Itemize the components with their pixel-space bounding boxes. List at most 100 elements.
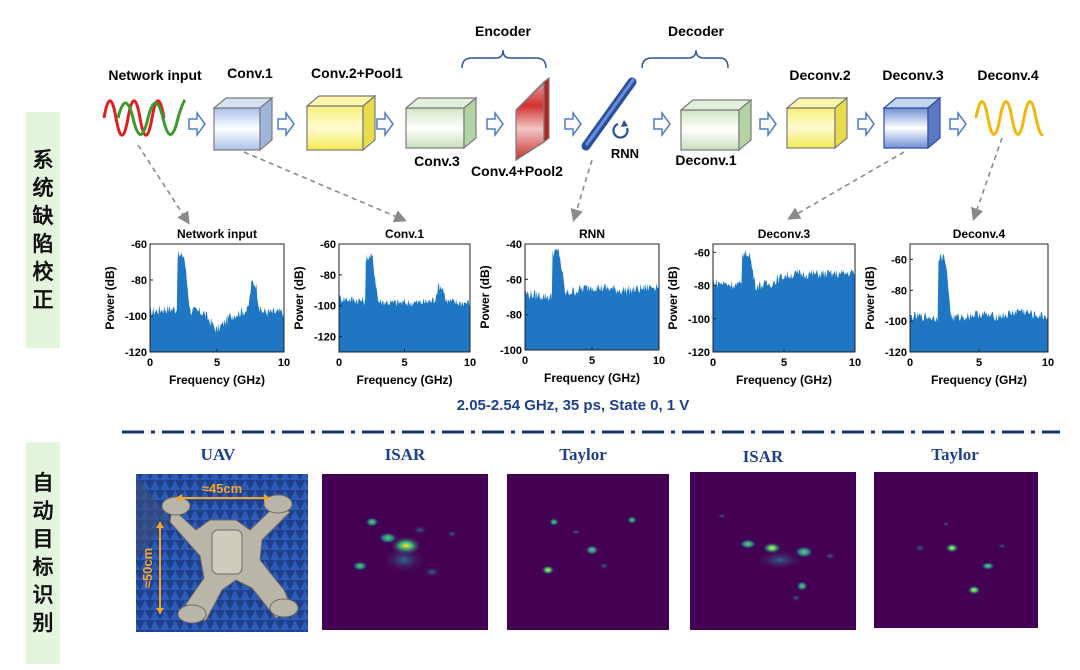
sidebar-target-recognition: 自动目标识别 [26,442,60,664]
spectrum-area [339,253,470,352]
y-tick-label: -100 [314,301,336,313]
chart-title: Conv.1 [385,227,424,241]
x-tick-label: 10 [653,355,665,367]
conv2-block [305,94,377,152]
chart-title: RNN [579,227,605,241]
condition-caption: 2.05-2.54 GHz, 35 ps, State 0, 1 V [457,397,690,414]
sidebar-char: 别 [32,611,54,635]
y-tick-label: -60 [320,239,336,251]
conv4-block [515,76,550,162]
y-tick-label: -60 [891,254,907,266]
sidebar-char: 系 [32,148,54,172]
chart-title: Network input [177,227,257,241]
isar-image-2 [690,472,856,630]
x-tick-label: 10 [278,357,290,369]
label-conv4: Conv.4+Pool2 [471,163,563,179]
sidebar-char: 识 [32,583,54,607]
title-isar-1: ISAR [385,445,426,464]
sidebar-char: 陷 [32,232,54,256]
decoder-bracket [641,49,729,69]
x-tick-label: 5 [781,357,787,369]
encoder-bracket [461,49,547,69]
x-tick-label: 0 [522,355,528,367]
label-deconv1: Deconv.1 [675,152,736,168]
label-encoder: Encoder [475,23,532,39]
y-tick-label: -80 [694,281,710,293]
y-tick-label: -120 [314,332,336,344]
chart-xlabel: Frequency (GHz) [169,373,265,387]
y-tick-label: -80 [131,275,147,287]
connector-lines [137,137,1003,225]
label-deconv3: Deconv.3 [882,67,943,83]
sidebar-char: 统 [32,176,54,200]
sidebar-char: 自 [32,471,54,495]
label-network-input: Network input [108,67,202,83]
sidebar-char: 缺 [32,204,54,228]
label-conv2: Conv.2+Pool1 [311,65,403,81]
title-uav: UAV [201,445,236,464]
x-tick-label: 10 [1042,357,1054,369]
chart-title: Deconv.4 [953,227,1006,241]
y-tick-label: -60 [131,239,147,251]
y-tick-label: -100 [125,311,147,323]
rnn-block [581,77,637,151]
output-waveform-icon [974,100,1045,136]
sidebar-char: 动 [32,499,54,523]
sidebar-char: 校 [32,260,54,284]
x-tick-label: 5 [589,355,595,367]
spectrum-area [150,250,284,352]
flow-arrows [188,110,967,138]
chart-ylabel: Power (dB) [863,266,877,329]
isar-image-1 [322,474,488,630]
label-decoder: Decoder [668,23,725,39]
chart-ylabel: Power (dB) [292,266,306,329]
x-tick-label: 0 [907,357,913,369]
y-tick-label: -100 [500,345,522,357]
y-tick-label: -80 [506,310,522,322]
chart-xlabel: Frequency (GHz) [356,373,452,387]
y-tick-label: -120 [885,347,907,359]
y-tick-label: -120 [688,347,710,359]
sidebar-char: 正 [32,288,54,312]
label-deconv2: Deconv.2 [789,67,850,83]
title-isar-2: ISAR [743,447,784,466]
chart-xlabel: Frequency (GHz) [544,371,640,385]
x-tick-label: 10 [849,357,861,369]
chart-title: Deconv.3 [758,227,811,241]
x-tick-label: 0 [710,357,716,369]
chart-ylabel: Power (dB) [478,265,492,328]
label-conv3: Conv.3 [414,153,460,169]
chart-xlabel: Frequency (GHz) [931,373,1027,387]
taylor-image-1 [507,474,669,630]
y-tick-label: -60 [694,247,710,259]
deconv2-block [785,96,849,150]
x-tick-label: 0 [336,357,342,369]
x-tick-label: 10 [464,357,476,369]
input-waveform-icon [102,98,187,137]
uav-width-label: ≈45cm [202,481,242,496]
y-tick-label: -100 [688,314,710,326]
deconv1-block [679,98,753,152]
y-tick-label: -100 [885,316,907,328]
conv1-block [212,96,274,152]
chart-ylabel: Power (dB) [666,266,680,329]
label-deconv4: Deconv.4 [977,67,1038,83]
uav-height-label: ≈50cm [140,548,155,588]
title-taylor-2: Taylor [931,445,979,464]
spectrum-area [910,253,1048,352]
label-rnn: RNN [611,146,639,161]
title-taylor-1: Taylor [559,445,607,464]
x-tick-label: 5 [976,357,982,369]
y-tick-label: -80 [891,285,907,297]
y-tick-label: -120 [125,347,147,359]
sidebar-char: 标 [32,555,54,579]
taylor-image-2 [874,472,1038,628]
label-conv1: Conv.1 [227,65,273,81]
x-tick-label: 5 [214,357,220,369]
